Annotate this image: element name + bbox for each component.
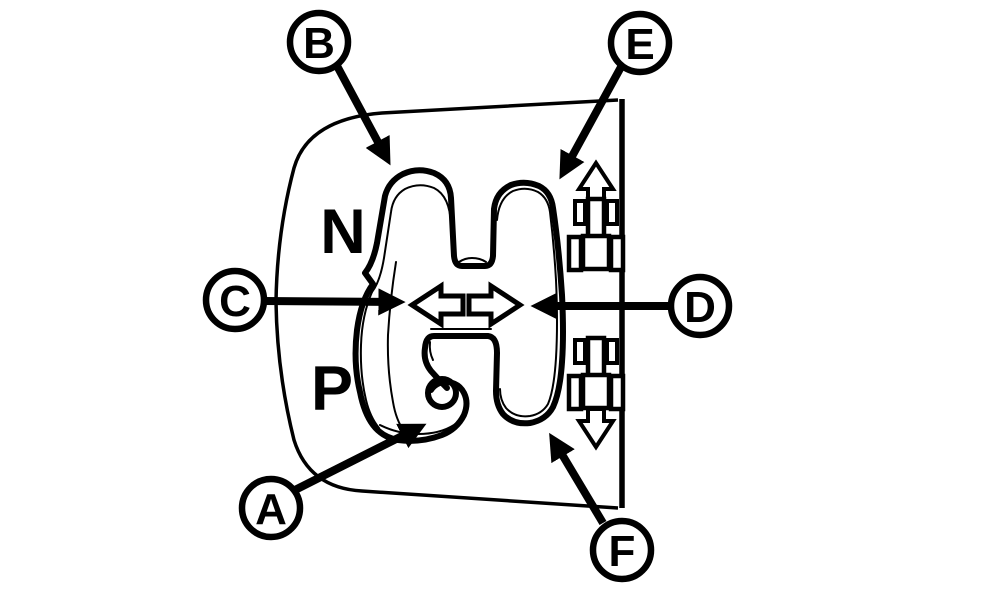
- callout-f: F: [589, 517, 655, 583]
- callout-b-arrow: [332, 62, 391, 166]
- shift-gate: [352, 167, 566, 444]
- neutral-position-label: N: [320, 197, 366, 267]
- callout-a-arrow: [291, 423, 427, 495]
- shift-right-arrow-icon: [466, 281, 525, 329]
- callout-leader-arrows: [263, 62, 671, 526]
- callout-e-label: E: [625, 20, 654, 69]
- callout-a-label: A: [255, 485, 287, 534]
- callout-e: E: [607, 10, 673, 76]
- gate-left-slot-outline: [352, 167, 477, 444]
- callout-c: C: [202, 267, 268, 333]
- callout-e-arrow: [559, 65, 625, 180]
- up-arrow-icon: [575, 159, 617, 203]
- callout-f-label: F: [609, 527, 636, 576]
- tractor-reverse-icon: [566, 335, 626, 451]
- callout-d-label: D: [684, 283, 716, 332]
- park-position-label: P: [311, 354, 353, 424]
- callout-c-arrow: [263, 288, 406, 316]
- callout-b-label: B: [303, 19, 335, 68]
- tractor-forward-icon: [566, 159, 626, 273]
- gate-right-slot-outline: [421, 179, 566, 427]
- callout-c-label: C: [219, 277, 251, 326]
- callout-a: A: [238, 475, 304, 541]
- shift-left-arrow-icon: [407, 281, 466, 329]
- down-arrow-icon: [575, 407, 617, 451]
- callout-f-arrow: [549, 432, 607, 526]
- callout-b: B: [286, 9, 352, 75]
- callout-d: D: [667, 273, 733, 339]
